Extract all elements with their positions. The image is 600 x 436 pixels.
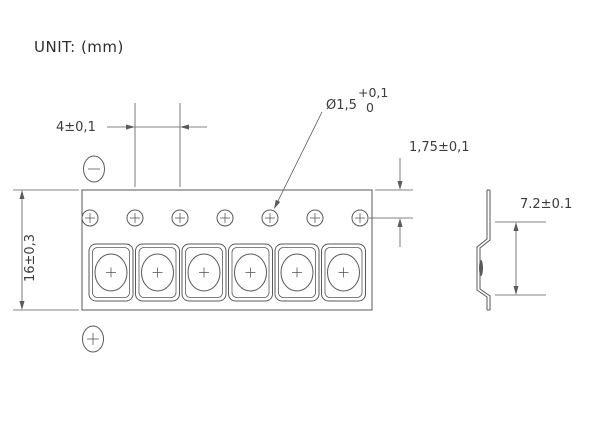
tape-width-label: 16±0,3: [23, 234, 38, 282]
sprocket-hole: [306, 209, 324, 227]
component-pocket: [321, 243, 366, 302]
sprocket-hole: [216, 209, 234, 227]
dim-profile-height: 7.2±0.1: [495, 197, 572, 296]
side-view-outer-profile: [476, 190, 488, 310]
sprocket-hole: [171, 209, 189, 227]
sprocket-hole: [126, 209, 144, 227]
dim-pitch: 4±0,1: [56, 103, 207, 187]
component-pocket: [181, 243, 227, 302]
tape-outline: [81, 189, 373, 311]
polarity-plus-mark: [82, 325, 104, 353]
pitch-dimension-label: 4±0,1: [56, 120, 96, 135]
unit-label: UNIT: (mm): [34, 38, 124, 56]
sprocket-hole: [261, 209, 279, 227]
component-pocket: [274, 243, 320, 302]
polarity-minus-mark: [83, 155, 105, 183]
dim-hole-diameter: Ø1,5 +0,1 0: [274, 85, 388, 209]
hole-tolerance-upper: +0,1: [358, 85, 388, 100]
component-pockets-row: [88, 243, 366, 302]
dim-tape-width: 16±0,3: [13, 189, 79, 311]
tape-side-view: [476, 189, 491, 311]
hole-tolerance-lower: 0: [366, 100, 374, 115]
carrier-tape-top-view: [81, 189, 373, 311]
component-pocket: [228, 243, 273, 302]
component-pocket: [135, 243, 180, 302]
component-pocket: [88, 243, 134, 302]
sprocket-hole: [351, 209, 369, 227]
edge-distance-label: 1,75±0,1: [409, 140, 470, 155]
pocket-section-mark: [479, 260, 483, 276]
hole-diameter-label: Ø1,5: [326, 98, 357, 113]
sprocket-holes-row: [81, 209, 369, 227]
side-view-inner-profile: [479, 190, 491, 310]
dim-edge-distance: 1,75±0,1: [369, 140, 470, 247]
profile-height-label: 7.2±0.1: [520, 197, 572, 212]
sprocket-hole: [81, 209, 99, 227]
